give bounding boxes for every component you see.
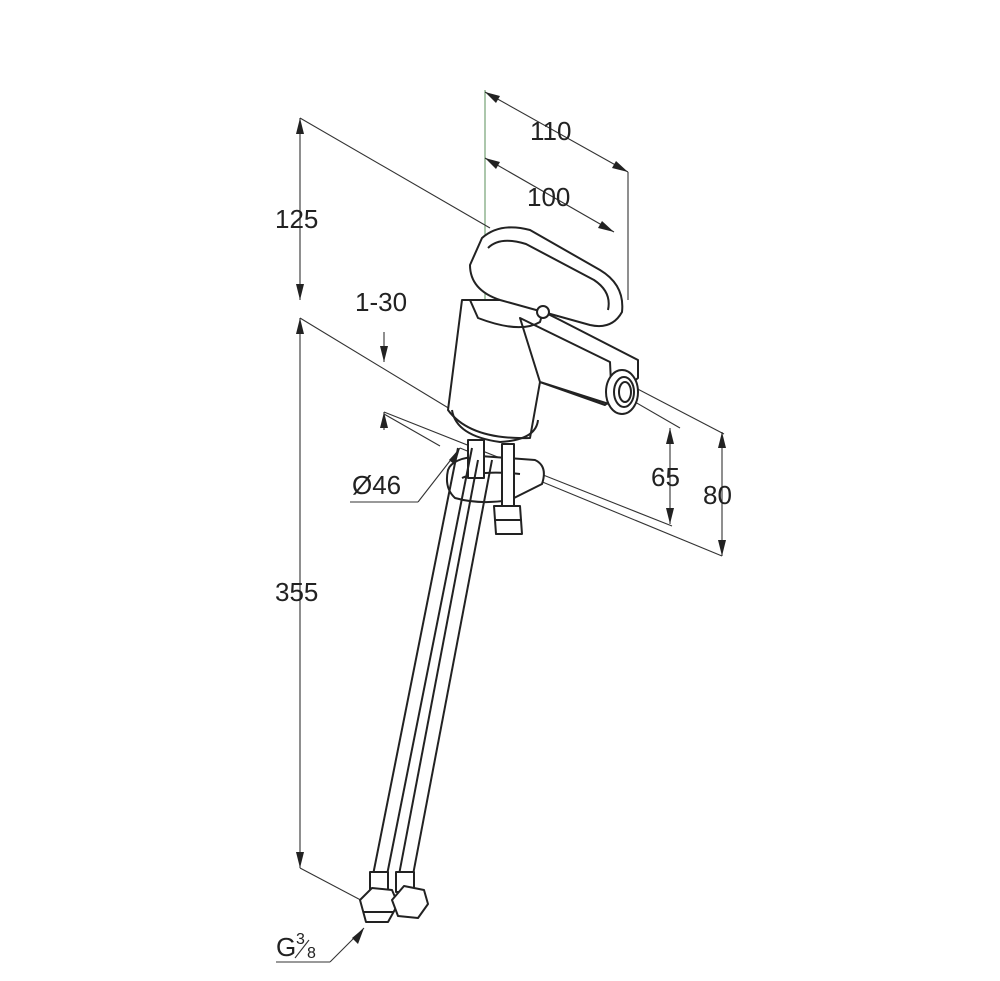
dim-1-30-label: 1-30 [355, 287, 407, 317]
thread-prefix: G [276, 932, 296, 962]
dimension-110: 110 [484, 91, 629, 300]
dimension-125: 125 [275, 117, 491, 300]
dimension-100: 100 [484, 157, 615, 233]
dim-65-label: 65 [651, 462, 680, 492]
dim-125-label: 125 [275, 204, 318, 234]
dim-100-label: 100 [527, 182, 570, 212]
supply-hoses [371, 447, 493, 881]
thread-numerator: 3 [296, 931, 305, 948]
dimension-355: 355 [275, 317, 456, 907]
faucet-body [447, 226, 639, 443]
dimension-diameter-46: Ø46 [350, 447, 461, 503]
thread-size-label: G 3 8 [276, 927, 365, 963]
mounting-hardware [445, 439, 545, 535]
dim-46-label: Ø46 [352, 470, 401, 500]
dim-110-label: 110 [530, 116, 571, 146]
thread-denominator: 8 [307, 945, 316, 962]
dimension-1-30: 1-30 [355, 287, 441, 447]
hose-connectors [359, 871, 429, 923]
dim-80-label: 80 [703, 480, 732, 510]
dim-355-label: 355 [275, 577, 318, 607]
